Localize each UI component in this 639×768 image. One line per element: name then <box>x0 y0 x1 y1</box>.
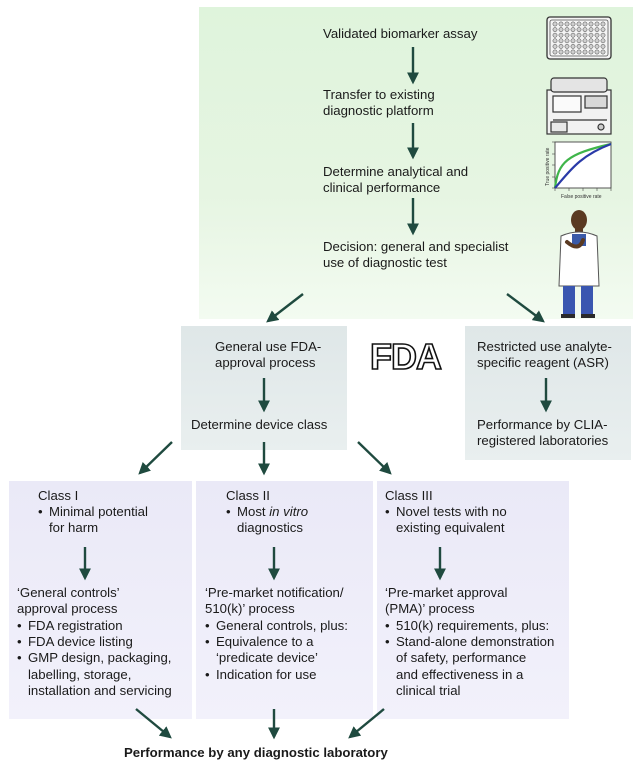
arrow-to-general <box>266 293 304 323</box>
diagnostic-analyzer-icon <box>546 77 612 135</box>
arrow-to-restricted <box>506 293 545 323</box>
list-item: FDA device listing <box>17 634 172 650</box>
microplate-icon <box>546 16 612 60</box>
arrow-class1-footer <box>135 708 172 739</box>
list-item: General controls, plus: <box>205 618 348 634</box>
class-1-name: Class I <box>38 488 79 503</box>
list-item: Indication for use <box>205 667 348 683</box>
roc-green-curve <box>553 142 612 189</box>
roc-ylabel: True positive rate <box>545 147 551 186</box>
restricted-use-panel <box>465 326 631 460</box>
list-item: 510(k) requirements, plus: <box>385 618 554 634</box>
roc-xlabel: False positive rate <box>561 194 602 200</box>
class-3-requirements: 510(k) requirements, plus: Stand-alone d… <box>385 618 554 699</box>
roc-blue-curve <box>554 142 612 189</box>
svg-text:FDA: FDA <box>370 336 442 377</box>
arrow-to-class3 <box>357 441 392 475</box>
determine-device-class: Determine device class <box>191 417 328 432</box>
class-2-name: Class II <box>226 488 270 503</box>
class-3-process: ‘Pre-market approval(PMA)’ process <box>385 585 508 617</box>
arrow-to-class1 <box>138 441 173 475</box>
restricted-use-title: Restricted use analyte-specific reagent … <box>477 339 612 371</box>
footer-performance: Performance by any diagnostic laboratory <box>124 745 388 760</box>
class-2-requirements: General controls, plus: Equivalence to a… <box>205 618 348 683</box>
clia-performance: Performance by CLIA-registered laborator… <box>477 417 609 449</box>
class-2-process: ‘Pre-market notification/510(k)’ process <box>205 585 344 617</box>
class-3-name: Class III <box>385 488 433 503</box>
list-item: GMP design, packaging,labelling, storage… <box>17 650 172 699</box>
list-item: Equivalence to a‘predicate device’ <box>205 634 348 666</box>
general-use-title: General use FDA-approval process <box>215 339 322 371</box>
fda-logo: FDA <box>369 335 444 378</box>
arrow-class3-footer <box>348 708 385 739</box>
roc-curve-icon: True positive rate False positive rate <box>545 141 612 200</box>
class-1-requirements: FDA registration FDA device listing GMP … <box>17 618 172 699</box>
step-validated-assay: Validated biomarker assay <box>323 26 478 41</box>
scientist-icon <box>558 210 600 318</box>
class-1-process: ‘General controls’approval process <box>17 585 120 617</box>
list-item: FDA registration <box>17 618 172 634</box>
